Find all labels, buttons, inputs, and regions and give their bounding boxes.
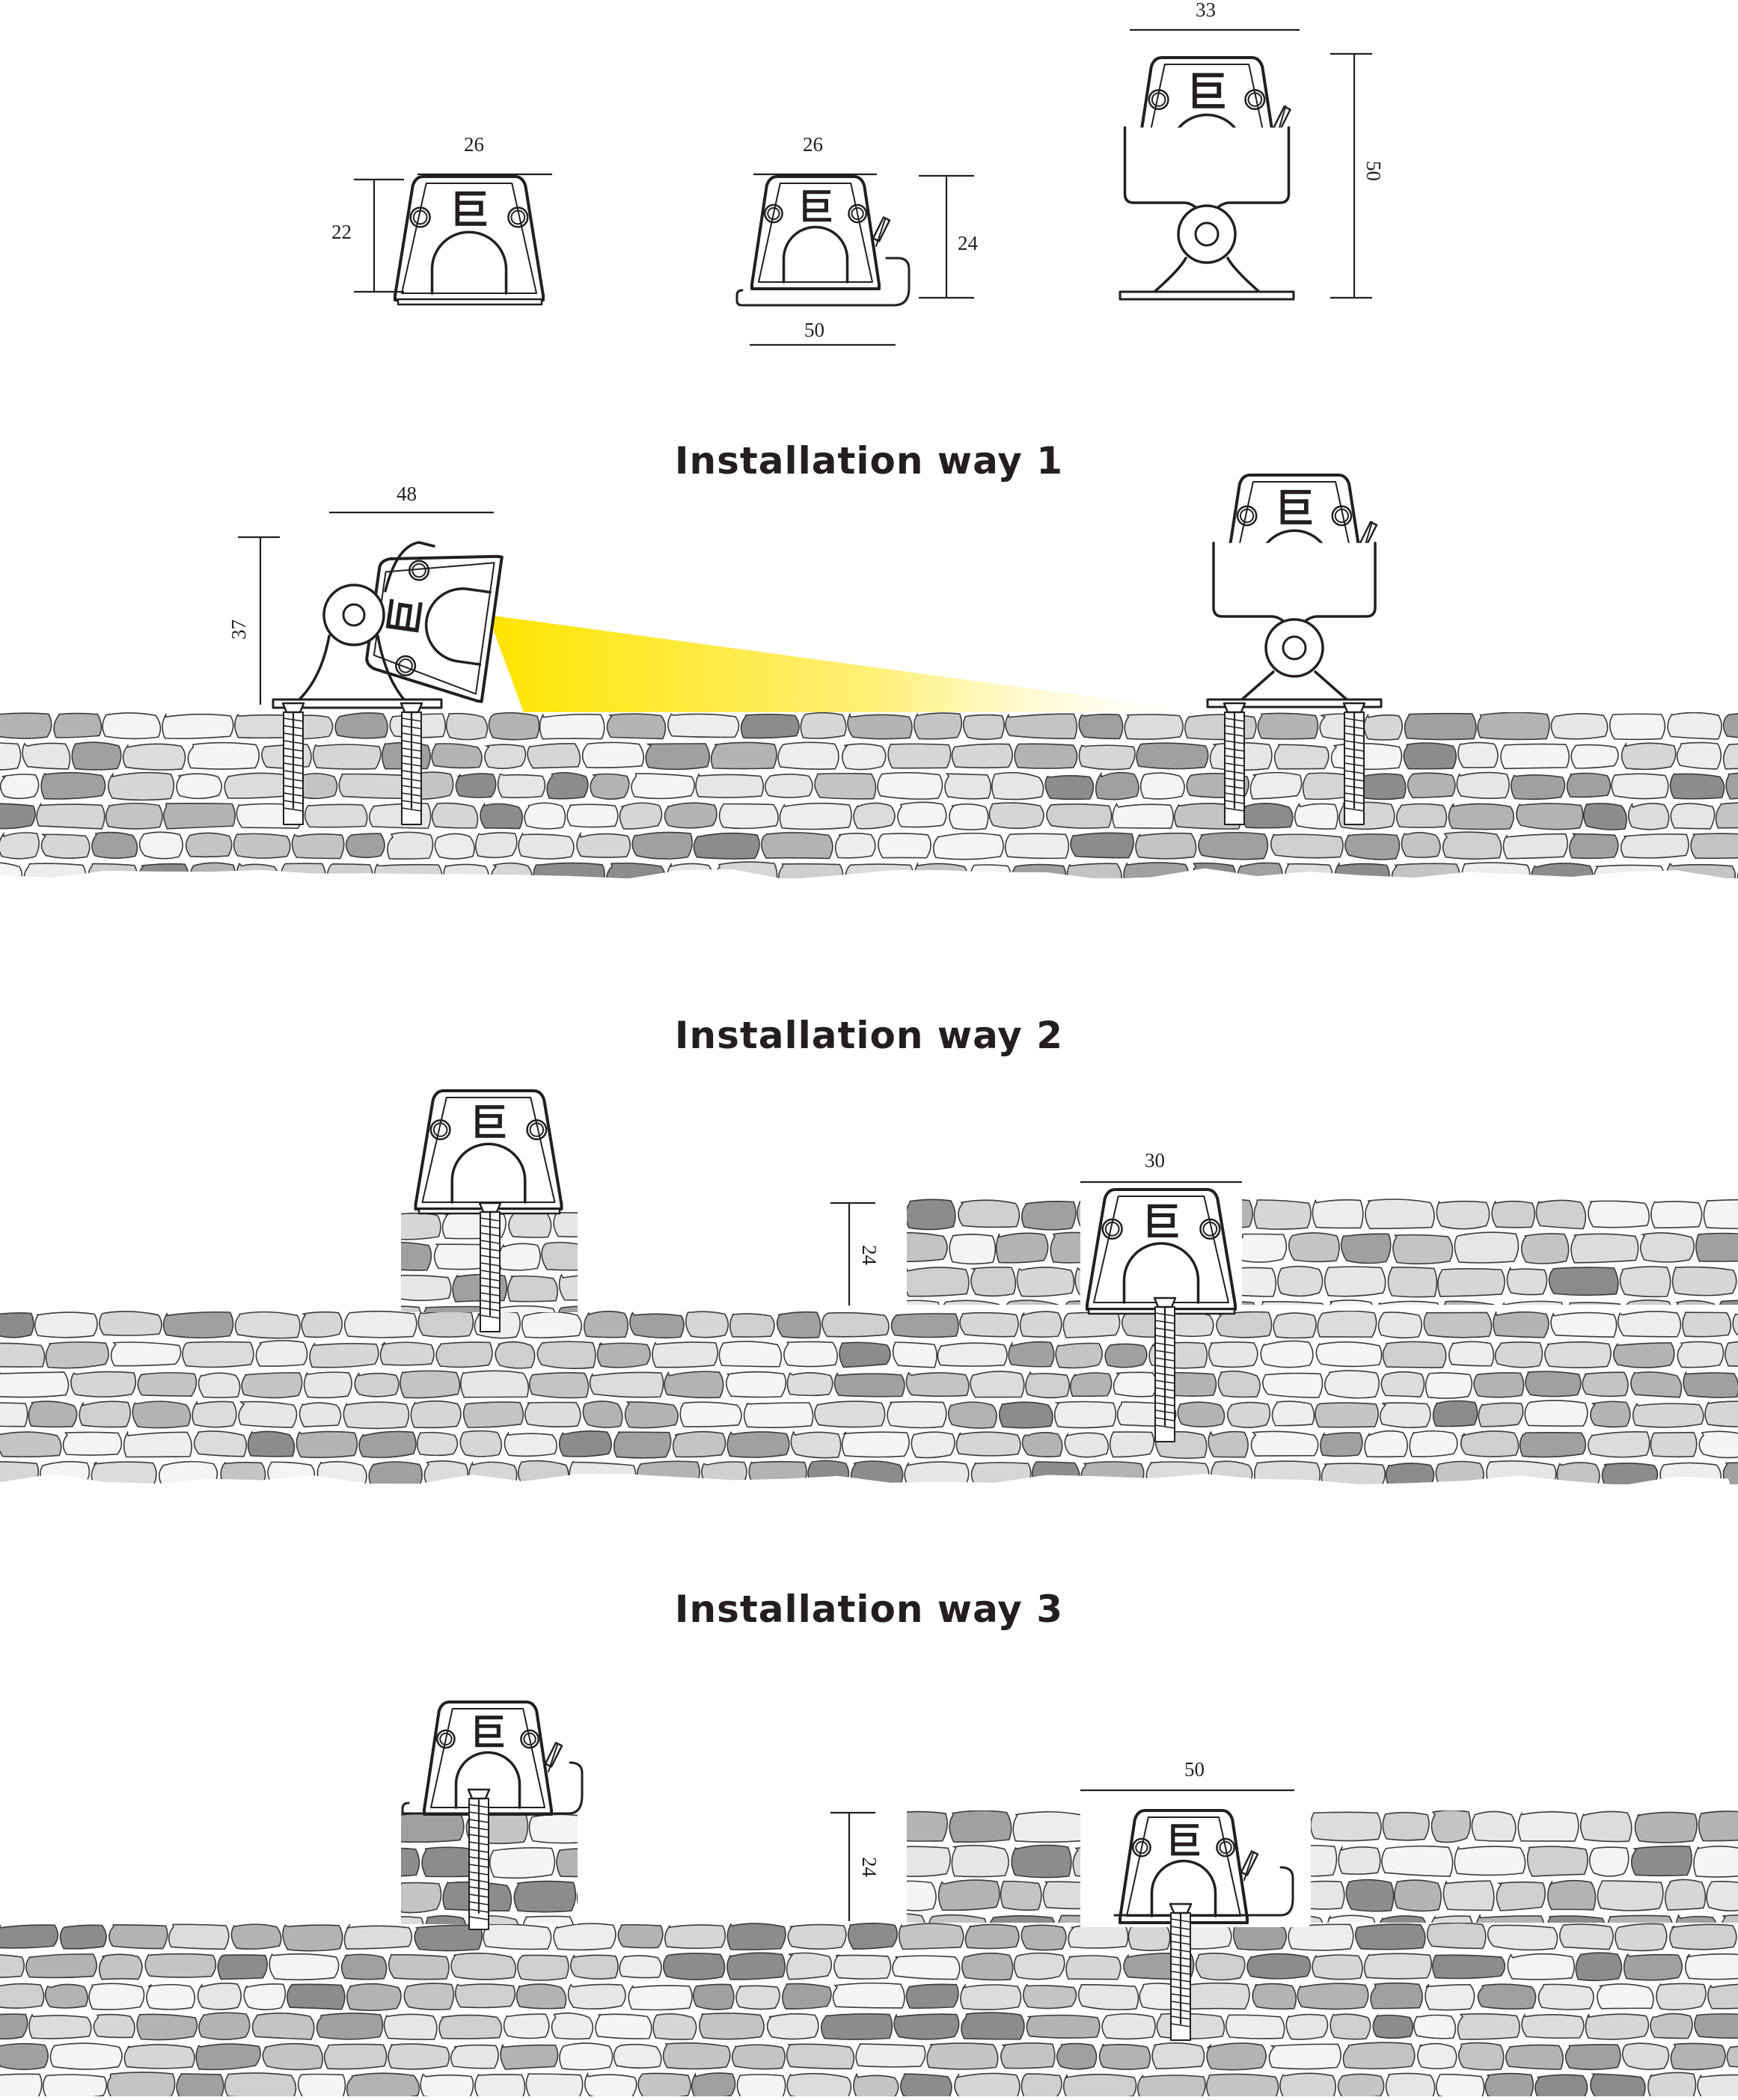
way1-anchor-right-a bbox=[1223, 702, 1246, 825]
dim-way1-width: 48 bbox=[397, 483, 417, 505]
brand-logo: 巨 bbox=[450, 188, 489, 233]
top-right-stand bbox=[1119, 126, 1295, 301]
way2-anchor-left bbox=[478, 1201, 502, 1332]
way2-surface-fixture: 巨 bbox=[414, 1089, 563, 1210]
ground-edge-2 bbox=[0, 1474, 1738, 1510]
paving-ground-2 bbox=[0, 1311, 1738, 1484]
dim-top-right-width: 33 bbox=[1196, 0, 1216, 21]
paving-ground-3 bbox=[0, 1923, 1738, 2096]
paving-block-3-right bbox=[1311, 1810, 1738, 1923]
paving-ground-1 bbox=[0, 712, 1738, 878]
way1-anchor-right-b bbox=[1342, 702, 1366, 825]
brand-logo: 巨 bbox=[798, 186, 833, 228]
dim-top-right-height: 50 bbox=[1362, 161, 1385, 181]
way3-surface-fixture: 巨 bbox=[423, 1700, 563, 1816]
dimension-lines bbox=[238, 28, 1372, 1921]
dim-way2-height: 24 bbox=[858, 1245, 881, 1265]
fixtures-layer: 巨巨巨巨巨巨巨巨巨 bbox=[272, 56, 1383, 2041]
way1-anchor-left-a bbox=[281, 702, 305, 825]
dim-top-left-width: 26 bbox=[464, 133, 484, 156]
brand-logo: 巨 bbox=[1166, 1820, 1202, 1862]
section-title-way-1: Installation way 1 bbox=[674, 439, 1064, 483]
mount-bracket bbox=[735, 257, 911, 307]
section-title-way-2: Installation way 2 bbox=[674, 1014, 1064, 1057]
dim-top-mid-base: 50 bbox=[804, 319, 824, 341]
way1-upright-stand bbox=[1206, 542, 1383, 708]
brand-logo: 巨 bbox=[470, 1712, 506, 1754]
way1-tilted-fixture: 巨 bbox=[365, 554, 504, 703]
way1-tilted-stand bbox=[272, 541, 443, 709]
way3-anchor-left bbox=[467, 1788, 491, 1930]
brand-logo: 巨 bbox=[381, 595, 431, 639]
brand-logo: 巨 bbox=[1275, 486, 1315, 532]
dim-way1-height: 37 bbox=[227, 619, 250, 640]
brand-logo: 巨 bbox=[1187, 69, 1227, 116]
brand-logo: 巨 bbox=[1142, 1200, 1180, 1245]
way3-anchor-right bbox=[1169, 1902, 1193, 2041]
dim-way3-height: 24 bbox=[858, 1857, 881, 1877]
dim-top-mid-height: 24 bbox=[958, 232, 978, 254]
ground-edge-1 bbox=[0, 868, 1738, 904]
way2-recessed-fixture: 巨 bbox=[1086, 1188, 1237, 1311]
dim-way2-width: 30 bbox=[1145, 1149, 1165, 1172]
dim-way3-width: 50 bbox=[1184, 1758, 1205, 1781]
paving-block-3-mid bbox=[907, 1810, 1080, 1923]
top-left-fixture: 巨 bbox=[394, 175, 545, 301]
section-title-way-3: Installation way 3 bbox=[674, 1588, 1064, 1631]
top-mid-fixture: 巨 bbox=[750, 175, 891, 290]
brand-logo: 巨 bbox=[470, 1100, 508, 1145]
way2-anchor-right bbox=[1153, 1297, 1177, 1442]
light-beam bbox=[488, 615, 1206, 712]
way1-anchor-left-b bbox=[400, 702, 423, 825]
dim-top-mid-width: 26 bbox=[803, 133, 823, 156]
dim-top-left-height: 22 bbox=[331, 221, 352, 243]
